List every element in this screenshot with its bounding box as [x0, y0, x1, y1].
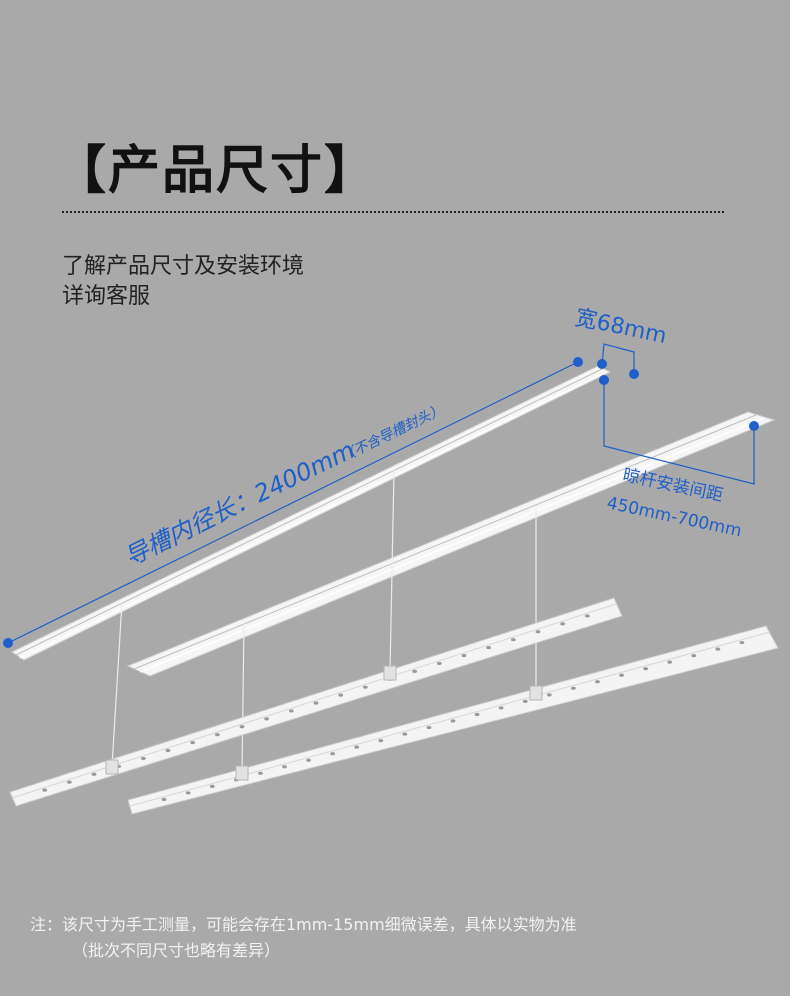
- rod-hole: [140, 756, 146, 761]
- rod-hole: [426, 725, 432, 730]
- spacing-marker-left: [599, 375, 609, 385]
- length-start-marker: [3, 638, 13, 648]
- rod-hole: [330, 752, 336, 756]
- rod-hole: [474, 712, 480, 717]
- length-dimension-line: [7, 361, 579, 644]
- rod-hole: [362, 685, 368, 689]
- rod-hole: [257, 771, 263, 775]
- rod-hole: [535, 630, 541, 634]
- spacing-label-2: 450mm-700mm: [605, 493, 743, 541]
- rod-hole: [313, 701, 319, 705]
- rod-connectors: [105, 665, 543, 781]
- spacing-marker-right: [749, 421, 759, 431]
- rod-hole: [239, 725, 245, 729]
- rod-hole: [209, 784, 215, 788]
- disclaimer-line-1: 注：该尺寸为手工测量，可能会存在1mm-15mm细微误差，具体以实物为准: [30, 915, 577, 934]
- page-title: 【产品尺寸】: [54, 141, 379, 201]
- rod-hole: [619, 673, 624, 677]
- rod-hole: [715, 647, 721, 651]
- rod-hole: [667, 660, 673, 664]
- rod-hole: [584, 614, 590, 618]
- rod-hole: [282, 765, 287, 769]
- rod-hole: [91, 772, 97, 776]
- rod-hole: [185, 791, 191, 795]
- rod-hole: [288, 709, 294, 713]
- rod-hole: [66, 780, 72, 784]
- intro-line-1: 了解产品尺寸及安装环境: [62, 254, 305, 279]
- rod-hole: [486, 645, 492, 650]
- rod-hole: [338, 693, 344, 697]
- guide-rail-1: [10, 365, 612, 661]
- rod-hole: [412, 669, 418, 673]
- length-end-marker: [573, 357, 583, 367]
- width-marker-right: [629, 369, 639, 379]
- rod-hole: [739, 640, 745, 645]
- rod-hole: [354, 745, 360, 749]
- width-bracket: [601, 343, 635, 374]
- rod-hole: [450, 719, 456, 723]
- rod-hole: [306, 758, 311, 762]
- rod-hole: [570, 686, 576, 690]
- rod-hole: [691, 654, 697, 658]
- intro-text: 了解产品尺寸及安装环境 详询客服: [62, 252, 304, 312]
- rod-hole: [161, 797, 167, 802]
- rod-hole: [510, 638, 516, 642]
- title-divider: [62, 211, 724, 213]
- rod-hole: [546, 693, 552, 697]
- rod-hole: [643, 667, 649, 671]
- rod-hole: [190, 740, 196, 745]
- rod-hole: [595, 680, 600, 684]
- rod-hole: [165, 748, 171, 753]
- guide-rail-2: [126, 411, 776, 677]
- rod-hole: [42, 788, 48, 792]
- spacing-bracket: [603, 380, 755, 485]
- rod-hole: [402, 732, 408, 736]
- hanging-cables: [111, 469, 537, 775]
- rod-hole: [378, 739, 384, 743]
- rod-hole: [436, 661, 442, 666]
- rod-hole: [461, 653, 467, 658]
- intro-line-2: 详询客服: [62, 284, 151, 309]
- rod-hole: [498, 706, 504, 710]
- rod-holes: [42, 614, 745, 802]
- rod-hole: [560, 622, 566, 626]
- rod-hole: [522, 699, 528, 703]
- rod-hole: [214, 733, 220, 737]
- width-marker-left: [597, 359, 607, 369]
- disclaimer-line-2: （批次不同尺寸也略有差异）: [72, 941, 281, 960]
- width-label: 宽68mm: [573, 305, 669, 349]
- disclaimer-note: 注：该尺寸为手工测量，可能会存在1mm-15mm细微误差，具体以实物为准 （批次…: [30, 912, 577, 964]
- rod-hole: [264, 717, 270, 721]
